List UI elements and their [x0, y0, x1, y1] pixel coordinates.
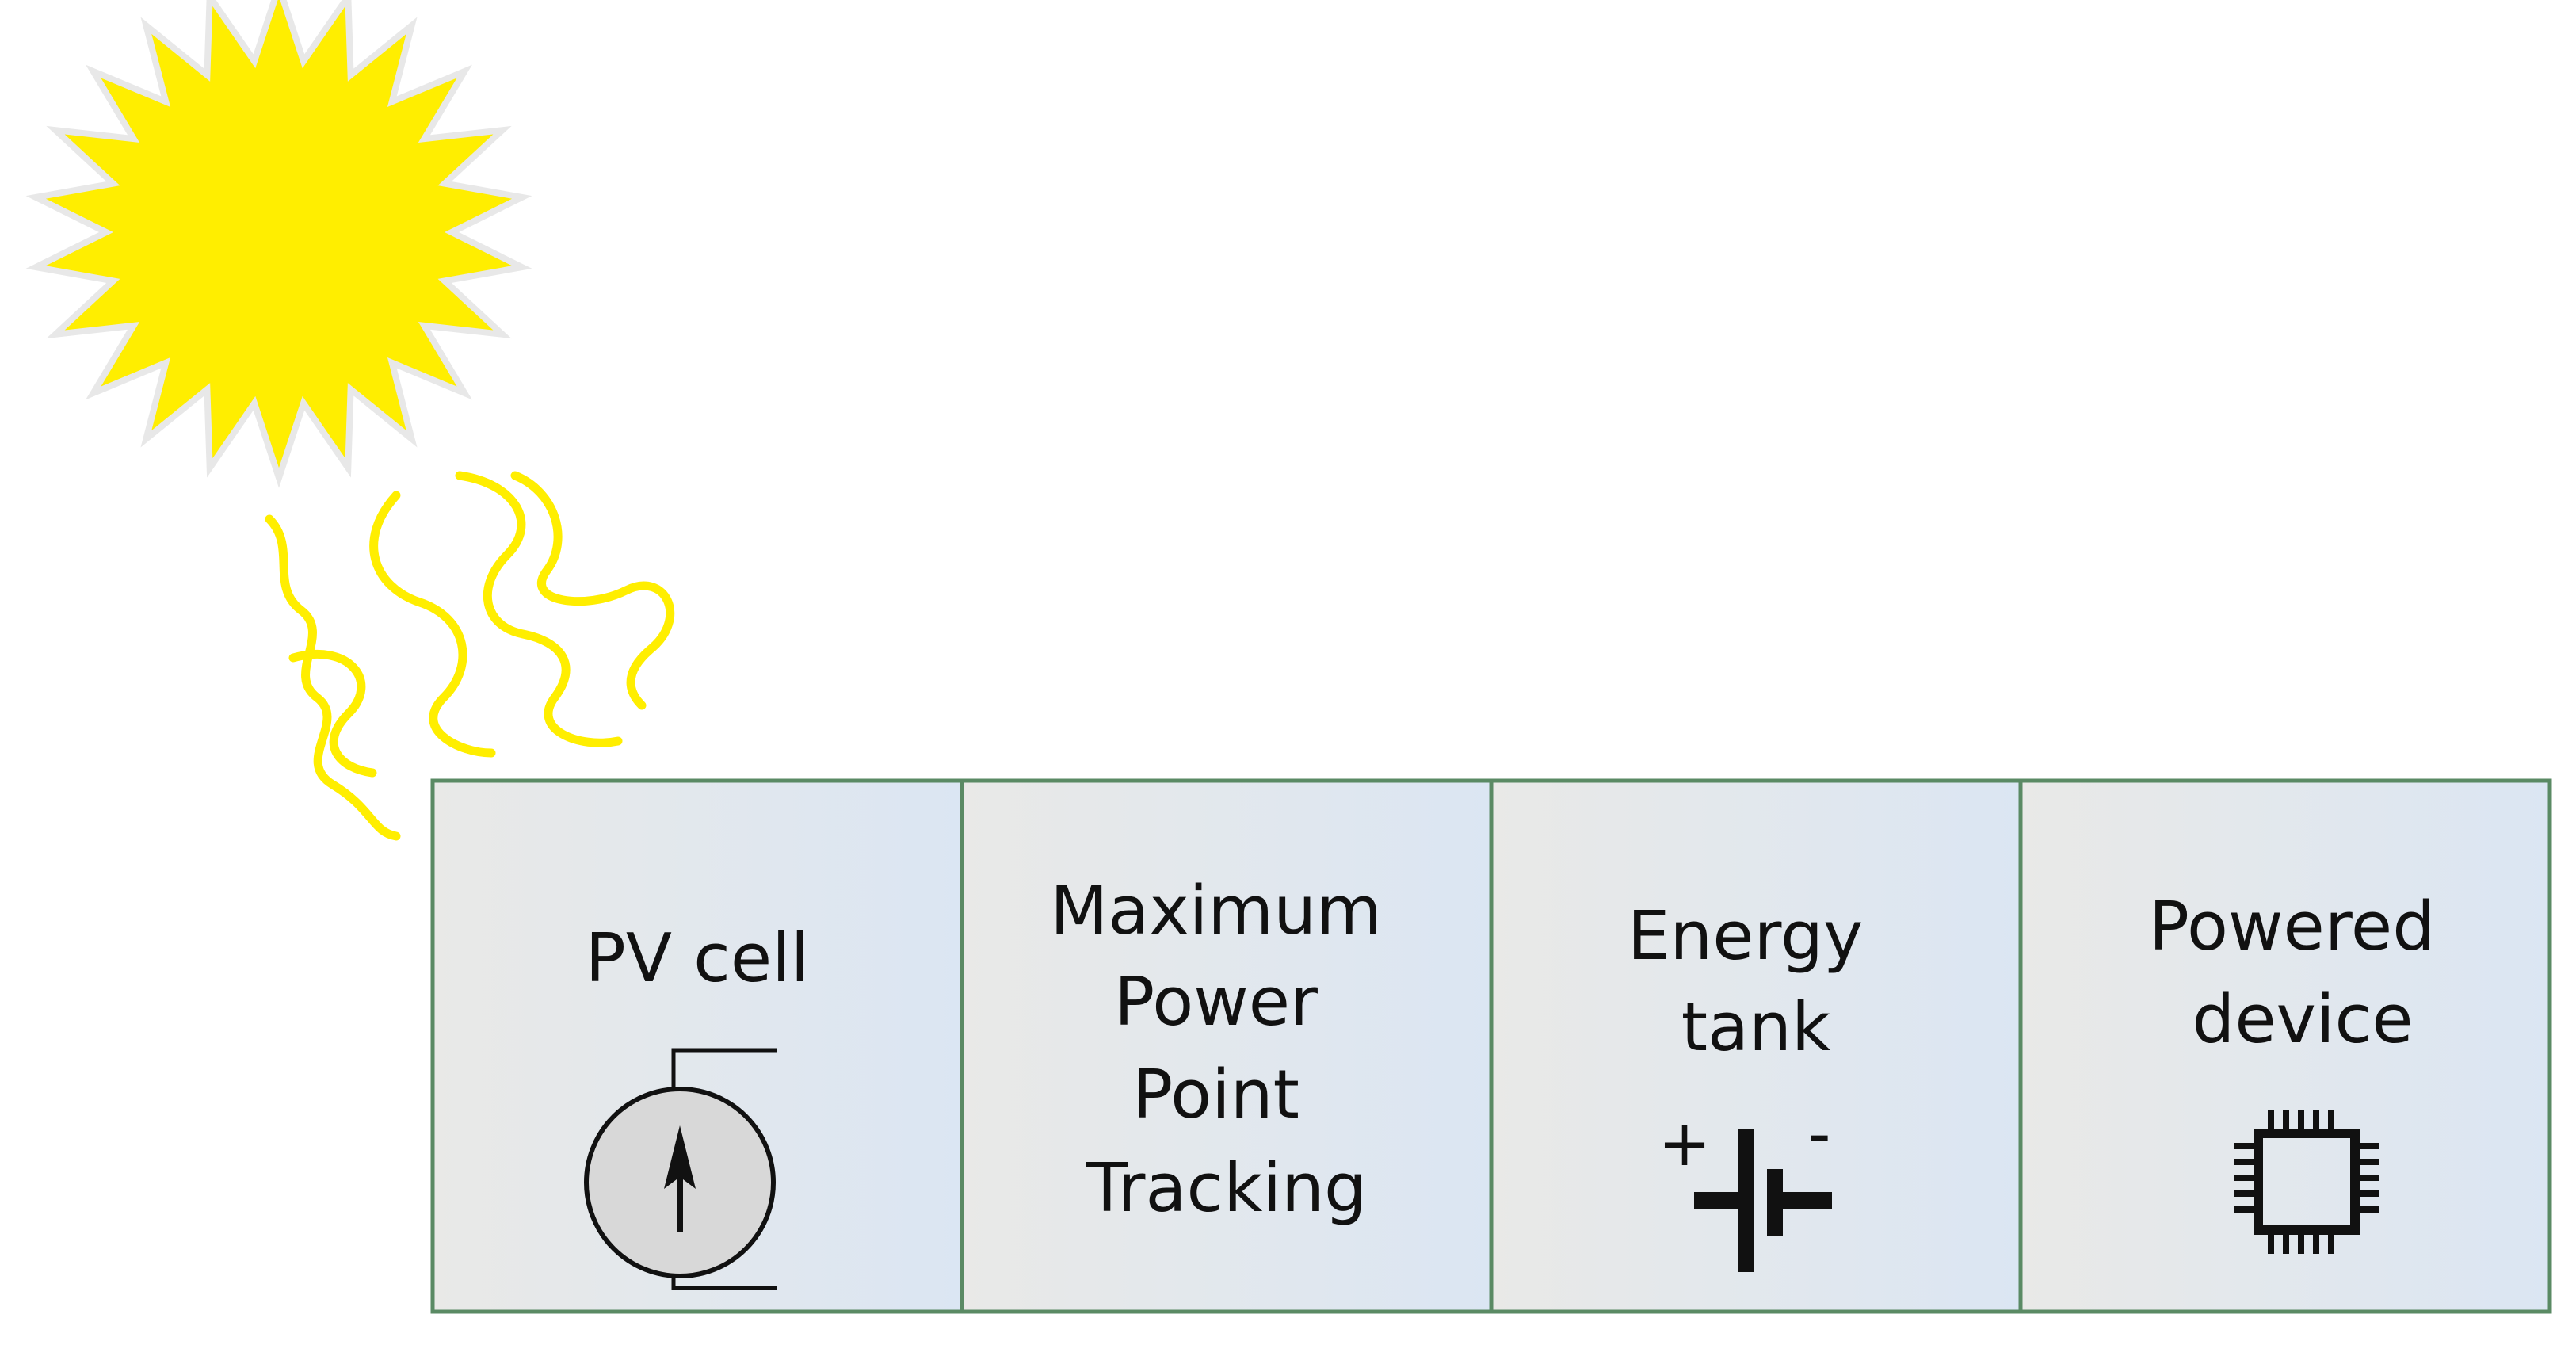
energy-tank-label-line: tank — [1681, 988, 1831, 1067]
current-source-icon — [584, 1048, 777, 1290]
energy-tank-label-line: Energy — [1628, 897, 1864, 976]
sun-icon — [25, 0, 532, 488]
chip-pins — [2234, 1110, 2379, 1254]
battery-icon: + - — [1658, 1097, 1832, 1272]
energy-tank-label: Energy tank — [1628, 897, 1885, 1067]
mppt-block — [960, 778, 1494, 1314]
sun-ray-4 — [510, 471, 675, 710]
battery-minus-label: - — [1808, 1097, 1831, 1171]
arrow-up-icon — [664, 1125, 696, 1189]
pv-cell-label: PV cell — [586, 919, 810, 998]
energy-tank-block — [1489, 778, 2023, 1314]
sun-ray-3 — [455, 471, 623, 747]
sun-ray-5 — [288, 649, 377, 778]
powered-device-block — [2018, 778, 2552, 1314]
mppt-label-line: Tracking — [1086, 1149, 1367, 1228]
mppt-label-line: Power — [1114, 963, 1318, 1041]
chip-icon — [2234, 1110, 2379, 1254]
pv-lead-top — [671, 1048, 777, 1092]
sun-ray-1 — [265, 514, 401, 841]
powered-device-label: Powered device — [2149, 888, 2456, 1059]
powered-device-label-line: Powered — [2149, 888, 2435, 966]
mppt-label-line: Maximum — [1050, 872, 1382, 950]
sun-ray-2 — [369, 491, 496, 758]
mppt-label: Maximum Power Point Tracking — [1050, 872, 1403, 1228]
powered-device-label-line: device — [2192, 980, 2413, 1059]
chip-body — [2254, 1129, 2360, 1235]
battery-plus-label: + — [1658, 1106, 1711, 1180]
mppt-label-line: Point — [1132, 1056, 1299, 1134]
block-row — [430, 778, 2552, 1314]
sun-rays — [265, 471, 675, 841]
pv-cell-label-line: PV cell — [586, 919, 810, 998]
